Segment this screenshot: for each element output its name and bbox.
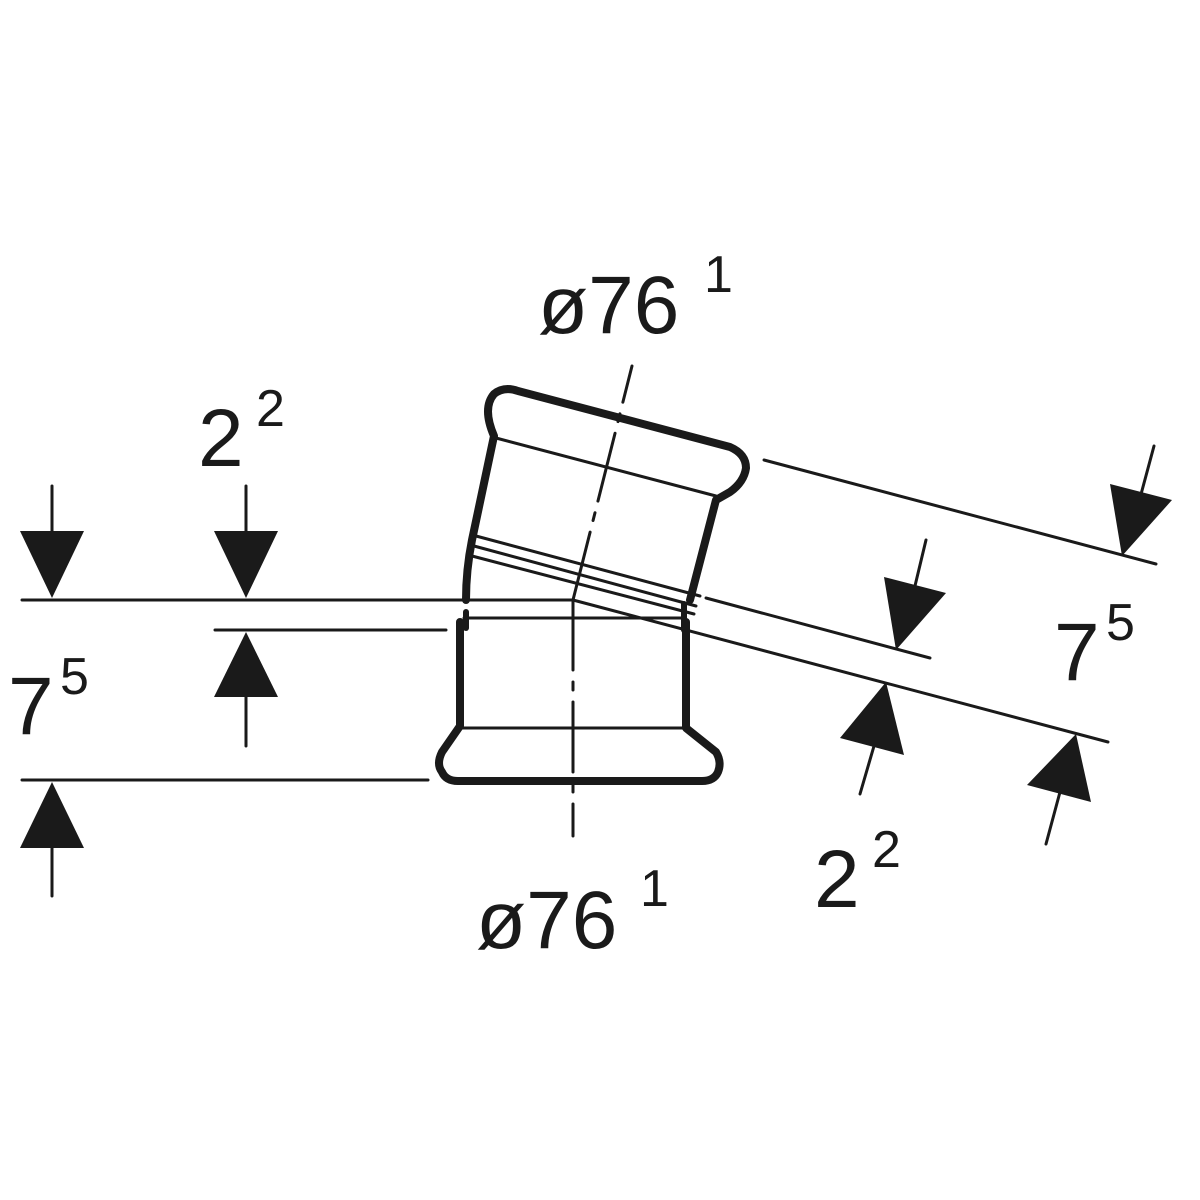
svg-text:2: 2 — [198, 393, 244, 484]
label-right-socket-length: 7 5 — [1054, 594, 1135, 698]
upper-socket-groove-1 — [474, 534, 702, 598]
label-right-insert-depth-main: 2 — [814, 834, 860, 925]
right-arrow-shaft-1 — [1138, 444, 1156, 500]
upper-socket-groove-2 — [472, 544, 698, 608]
upper-socket-groove-3 — [470, 554, 696, 616]
svg-text:7: 7 — [8, 661, 54, 752]
right-ref-line-top — [762, 458, 1158, 566]
label-top-diameter-sup: 1 — [704, 246, 733, 304]
label-right-insert-depth-sup: 2 — [872, 821, 901, 879]
label-left-insert-depth-sup: 2 — [256, 380, 285, 438]
label-right-insert-depth: 2 2 — [814, 821, 901, 925]
lower-socket-outline — [435, 618, 724, 785]
upper-socket — [462, 385, 750, 616]
right-arrowhead-1 — [1110, 484, 1172, 556]
lower-socket — [435, 601, 724, 785]
right-arrow-shaft-4 — [1044, 790, 1062, 846]
right-arrow-shaft-3 — [858, 744, 876, 796]
left-arrowhead-3 — [214, 531, 278, 598]
upper-axis — [571, 364, 634, 602]
right-arrow-shaft-2 — [912, 538, 928, 592]
label-bottom-diameter-sup: 1 — [640, 860, 669, 918]
label-left-socket-length: 7 5 — [8, 648, 89, 752]
svg-text:1: 1 — [704, 246, 733, 304]
label-right-socket-length-main: 7 — [1054, 607, 1100, 698]
label-left-insert-depth-main: 2 — [198, 393, 244, 484]
right-dimensions — [571, 444, 1158, 846]
label-top-diameter-main: ø76 — [538, 260, 679, 351]
svg-text:ø76: ø76 — [538, 260, 679, 351]
label-bottom-diameter-main: ø76 — [476, 875, 617, 966]
label-left-socket-length-main: 7 — [8, 661, 54, 752]
svg-text:5: 5 — [60, 648, 89, 706]
svg-text:ø76: ø76 — [476, 875, 617, 966]
center-axes — [571, 364, 634, 838]
label-left-insert-depth: 2 2 — [198, 380, 285, 484]
svg-text:7: 7 — [1054, 607, 1100, 698]
left-arrowhead-2 — [20, 782, 84, 848]
left-dimensions — [20, 484, 575, 898]
right-arrowhead-2 — [884, 577, 946, 650]
right-arrowhead-4 — [1027, 734, 1091, 802]
svg-text:2: 2 — [872, 821, 901, 879]
svg-text:1: 1 — [640, 860, 669, 918]
svg-text:5: 5 — [1106, 594, 1135, 652]
right-ref-line-bottom — [571, 598, 1110, 744]
svg-text:2: 2 — [814, 834, 860, 925]
label-left-socket-length-sup: 5 — [60, 648, 89, 706]
upper-socket-outline — [462, 385, 750, 604]
right-ref-line-insert — [704, 596, 932, 660]
right-arrowhead-3 — [840, 682, 904, 755]
label-bottom-diameter: ø76 1 — [476, 860, 669, 966]
left-arrowhead-4 — [214, 632, 278, 697]
label-right-socket-length-sup: 5 — [1106, 594, 1135, 652]
left-arrowhead-1 — [20, 531, 84, 598]
svg-text:2: 2 — [256, 380, 285, 438]
label-top-diameter: ø76 1 — [538, 246, 733, 351]
